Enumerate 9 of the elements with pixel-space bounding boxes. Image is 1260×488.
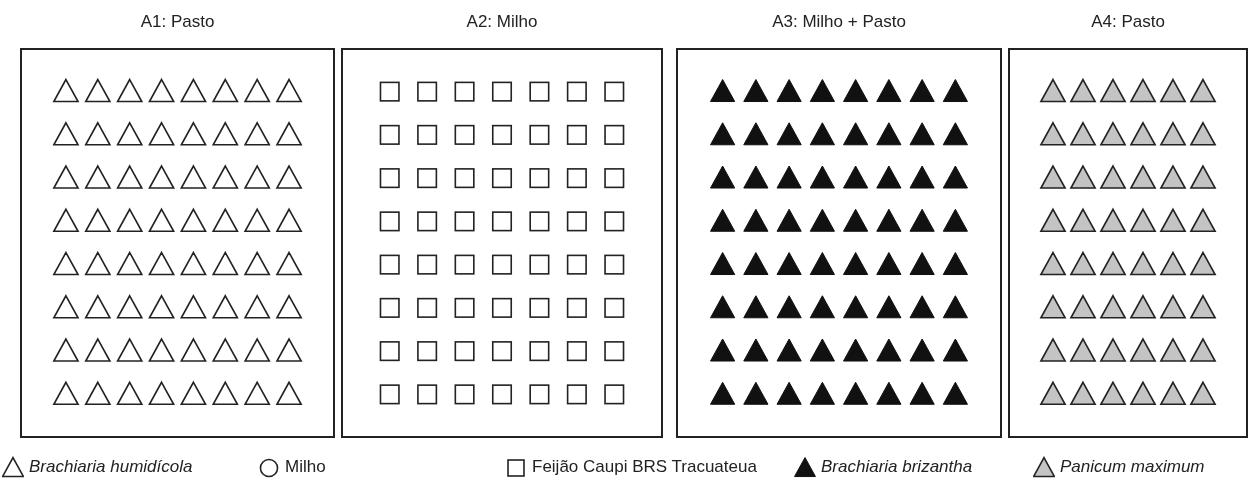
plot-title: A3: Milho + Pasto (771, 12, 907, 32)
plot-title: A1: Pasto (139, 12, 216, 32)
legend-text: Brachiaria humidícola (29, 457, 193, 477)
plot-title: A2: Milho (465, 12, 539, 32)
legend-text: Panicum maximum (1060, 457, 1205, 477)
legend-text: Feijão Caupi BRS Tracuateua (532, 457, 757, 477)
plot-title: A4: Pasto (1090, 12, 1166, 32)
legend-text: Brachiaria brizantha (821, 457, 973, 477)
legend-text: Milho (285, 457, 326, 477)
